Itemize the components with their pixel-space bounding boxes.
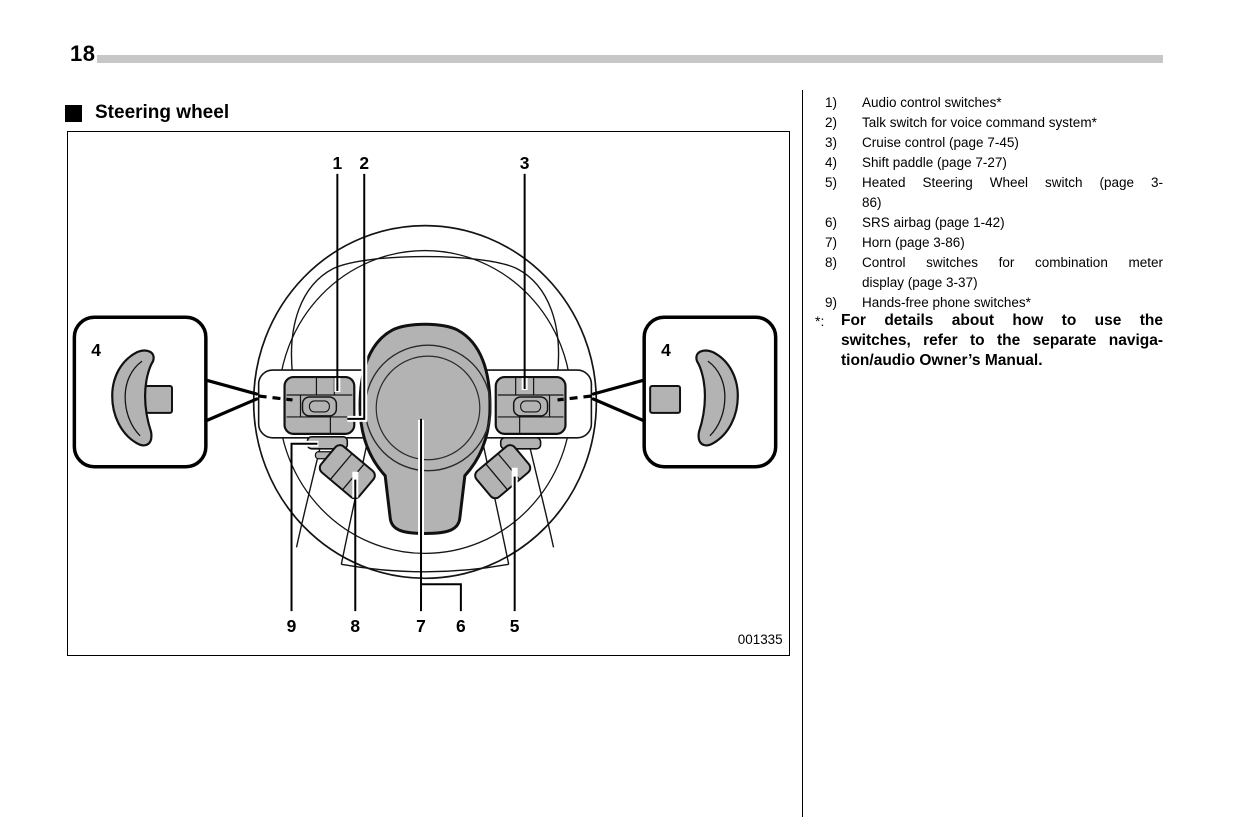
- header-rule: [97, 55, 1163, 63]
- figure-id: 001335: [738, 632, 783, 647]
- lower-spoke-right-inner: [481, 437, 510, 565]
- callout-5: 5: [510, 616, 520, 636]
- page-number: 18: [70, 41, 96, 66]
- callout-6: 6: [456, 616, 466, 636]
- callout-3: 3: [520, 153, 530, 173]
- right-paddle-stem: [649, 385, 682, 414]
- section-title: Steering wheel: [95, 102, 230, 123]
- footnote-line: For details about how to use the: [841, 312, 1163, 329]
- hub-seam-inner: [375, 355, 481, 461]
- right-switch-panel: [494, 375, 567, 435]
- legend-text: display (page 3-37): [862, 275, 978, 290]
- callout-4-left: 4: [91, 340, 101, 360]
- legend-item-5: 5) Heated Steering Wheel switch (page 3-…: [825, 173, 1163, 213]
- footnote: *: For details about how to use the swit…: [815, 311, 1163, 371]
- legend-item-6: 6) SRS airbag (page 1-42): [825, 213, 1163, 233]
- left-callout-pointer: [204, 378, 259, 423]
- left-callout-dashes: [258, 394, 293, 402]
- steering-wheel-diagram: 1 2 3 9 8 7 6 5 4 4 001335: [72, 153, 783, 647]
- left-paddle-blade: [111, 349, 155, 447]
- callout-2: 2: [359, 153, 369, 173]
- legend-number: 5): [825, 175, 838, 190]
- legend-number: 9): [825, 295, 838, 310]
- left-paddle-contour: [124, 360, 143, 437]
- footnote-text: For details about how to use the switche…: [841, 311, 1163, 371]
- legend-text: SRS airbag (page 1-42): [862, 215, 1005, 230]
- leader-6: [421, 583, 462, 612]
- lower-spoke-left-outer: [295, 437, 324, 548]
- leader-lines: [290, 173, 526, 612]
- legend-item-8: 8) Control switches for combination mete…: [825, 253, 1163, 293]
- legend-number: 7): [825, 235, 838, 250]
- legend-item-7: 7) Horn (page 3-86): [825, 233, 1163, 253]
- legend-text: Horn (page 3-86): [862, 235, 965, 250]
- airbag-hub: [358, 322, 492, 535]
- legend-item-2: 2) Talk switch for voice command system*: [825, 113, 1163, 133]
- legend-number: 2): [825, 115, 838, 130]
- legend-text: Shift paddle (page 7-27): [862, 155, 1007, 170]
- legend-item-3: 3) Cruise control (page 7-45): [825, 133, 1163, 153]
- callout-7: 7: [416, 616, 426, 636]
- section-heading: Steering wheel: [65, 102, 229, 124]
- legend-item-4: 4) Shift paddle (page 7-27): [825, 153, 1163, 173]
- legend-number: 1): [825, 95, 838, 110]
- steering-wheel-figure: 1 2 3 9 8 7 6 5 4 4 001335: [67, 131, 790, 656]
- legend-number: 8): [825, 255, 838, 270]
- left-angled-switch: [318, 444, 376, 500]
- footnote-line: tion/audio Owner’s Manual.: [841, 352, 1043, 369]
- callout-9: 9: [287, 616, 297, 636]
- footnote-marker: *:: [815, 313, 825, 329]
- leader-2: [347, 173, 366, 420]
- callout-4-right: 4: [661, 340, 671, 360]
- legend-item-9: 9) Hands-free phone switches*: [825, 293, 1163, 313]
- legend-text: Hands-free phone switches*: [862, 295, 1031, 310]
- footnote-line: switches, refer to the separate naviga-: [841, 332, 1163, 349]
- legend-number: 3): [825, 135, 838, 150]
- right-paddle-callout: [557, 315, 778, 469]
- right-callout-dashes: [557, 394, 592, 402]
- legend-text: Control switches for combination meter: [862, 255, 1163, 270]
- legend-number: 4): [825, 155, 838, 170]
- section-square-icon: [65, 104, 82, 122]
- right-paddle-contour: [707, 360, 726, 437]
- column-divider: [802, 90, 803, 817]
- leader-9: [290, 442, 318, 612]
- legend-list: 1) Audio control switches* 2) Talk switc…: [825, 93, 1163, 313]
- legend-text: 86): [862, 195, 882, 210]
- legend-item-1: 1) Audio control switches*: [825, 93, 1163, 113]
- legend-text: Audio control switches*: [862, 95, 1002, 110]
- lower-spoke-bottom-arc: [341, 563, 509, 573]
- left-switch-panel: [283, 375, 356, 435]
- callout-8: 8: [350, 616, 360, 636]
- right-callout-pointer: [591, 378, 646, 423]
- legend-text: Cruise control (page 7-45): [862, 135, 1019, 150]
- lower-spoke-left-inner: [340, 437, 369, 565]
- lower-spoke-right-outer: [526, 437, 555, 548]
- legend-text: Heated Steering Wheel switch (page 3-: [862, 175, 1163, 190]
- left-paddle-callout: [72, 315, 293, 469]
- right-paddle-blade: [695, 349, 739, 447]
- callout-1: 1: [332, 153, 342, 173]
- legend-number: 6): [825, 215, 838, 230]
- legend-text: Talk switch for voice command system*: [862, 115, 1097, 130]
